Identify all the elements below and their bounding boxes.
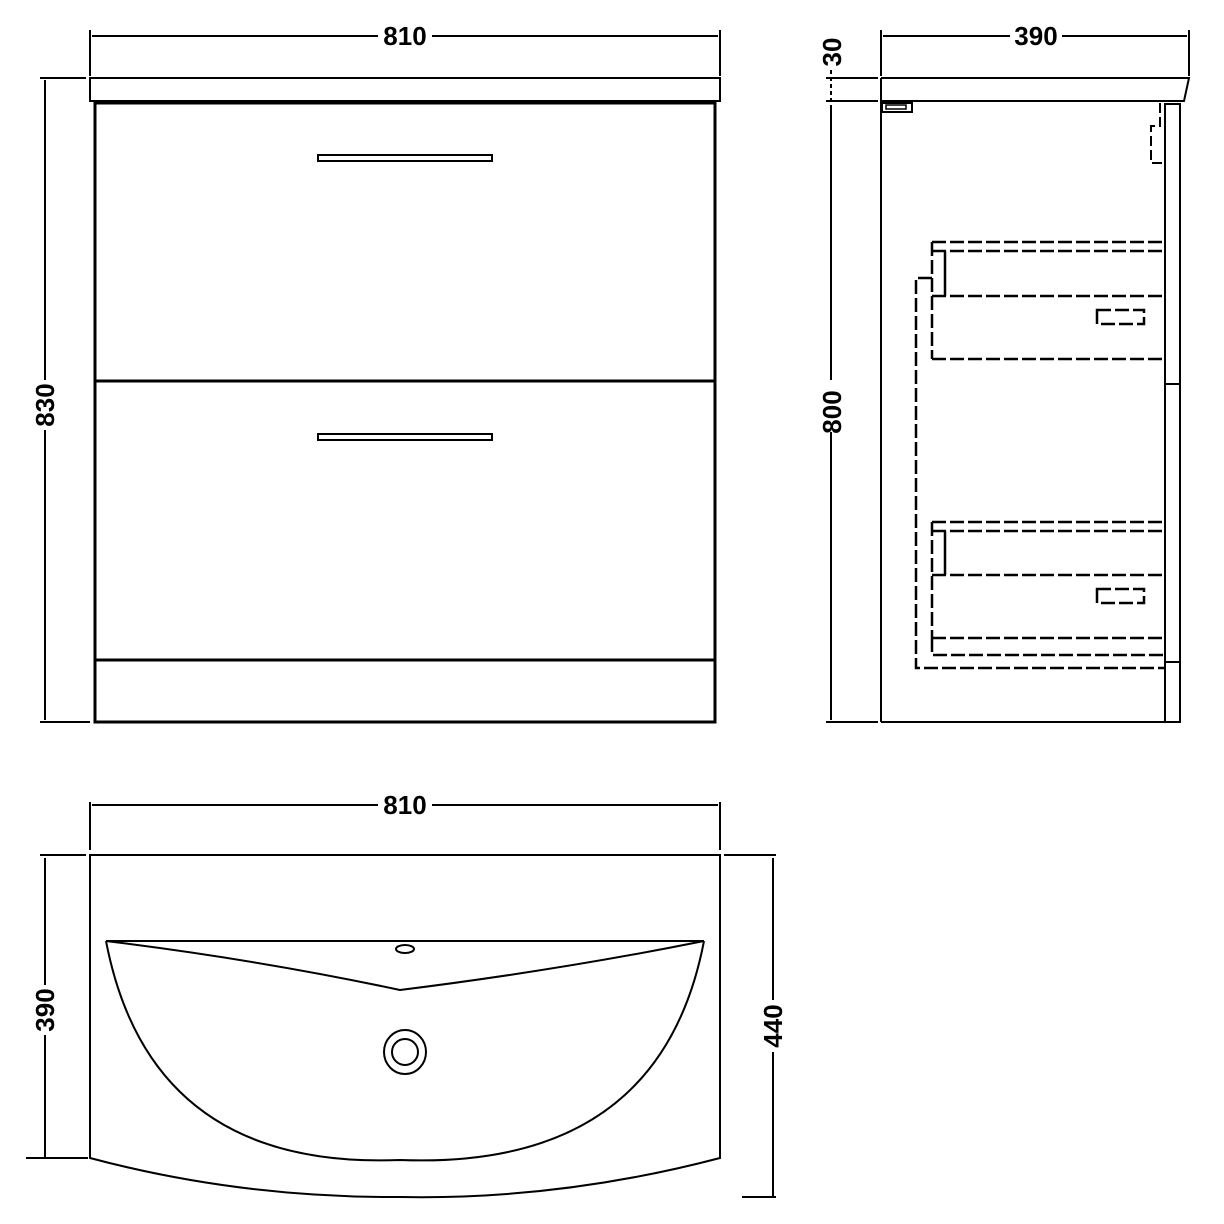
top-depth-total-label: 440 bbox=[758, 1004, 788, 1047]
front-view bbox=[40, 30, 721, 724]
side-top-thickness-label: 30 bbox=[817, 38, 847, 67]
top-width-label: 810 bbox=[383, 790, 426, 820]
front-height-label: 830 bbox=[30, 383, 60, 426]
front-width-label: 810 bbox=[383, 21, 426, 51]
side-depth-label: 390 bbox=[1014, 21, 1057, 51]
side-view bbox=[826, 30, 1191, 723]
side-height-label: 800 bbox=[817, 390, 847, 433]
top-view bbox=[26, 802, 776, 1199]
top-depth-edge-label: 390 bbox=[30, 988, 60, 1031]
